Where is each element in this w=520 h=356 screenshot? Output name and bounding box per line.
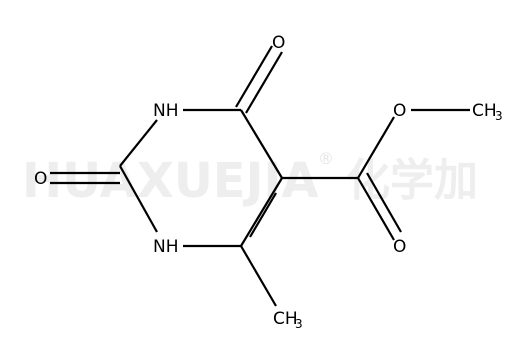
atom-ch3-ester-ch: CH xyxy=(472,101,497,121)
watermark-registered-mark: ® xyxy=(318,149,334,168)
bond-ester-c-o-double-a xyxy=(357,177,395,241)
atom-ch3-ring: CH 3 xyxy=(273,309,303,331)
atom-o-top: O xyxy=(272,33,285,53)
atom-nh-upper: NH xyxy=(153,101,179,121)
atom-ch3-ester-subscript: 3 xyxy=(495,109,503,123)
bond-c2-n3 xyxy=(119,165,158,233)
atom-ch3-ester: CH 3 xyxy=(472,101,503,123)
atom-ch3-ring-subscript: 3 xyxy=(295,317,303,331)
bond-ester-c-o-single xyxy=(357,116,395,179)
bonds xyxy=(50,45,470,307)
atom-o-ester-double: O xyxy=(393,237,406,257)
bond-c4-c5-double xyxy=(249,192,277,238)
bond-c6-o-top-a xyxy=(235,45,273,108)
atom-labels: O NH O NH O O CH 3 CH 3 xyxy=(34,33,503,331)
watermark-chinese: 化学加 xyxy=(346,155,478,206)
bond-c6-o-top-b xyxy=(245,51,283,114)
watermark: HUAXUEJIA ® 化学加 xyxy=(22,149,478,209)
atom-nh-lower: NH xyxy=(153,237,179,257)
bond-c4-ch3 xyxy=(240,245,277,307)
watermark-latin: HUAXUEJIA xyxy=(22,153,318,209)
bond-c5-c6 xyxy=(240,109,283,179)
bond-ester-c-o-double-b xyxy=(366,172,402,233)
bond-c4-c5 xyxy=(240,177,283,247)
atom-o-left: O xyxy=(34,169,47,189)
bond-n1-c2 xyxy=(119,119,158,167)
atom-ch3-ring-ch: CH xyxy=(273,309,298,329)
atom-o-ester-single: O xyxy=(393,101,406,121)
